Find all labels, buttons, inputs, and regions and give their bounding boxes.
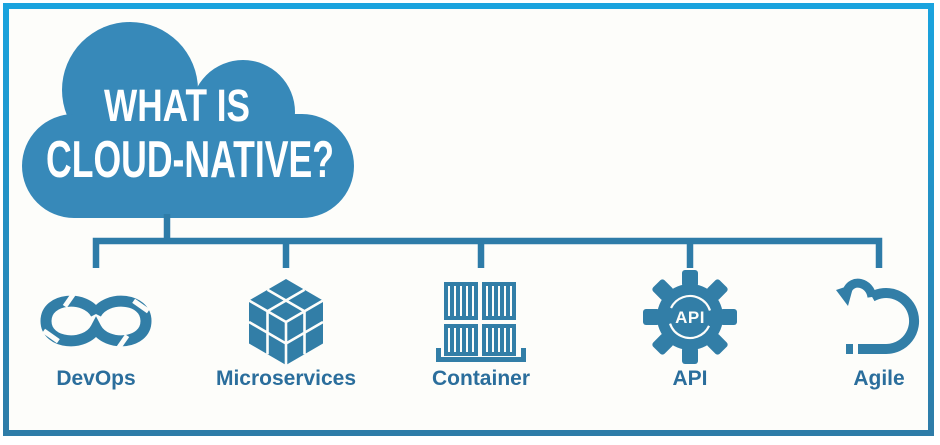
api-gear-label: API: [675, 308, 705, 327]
item-label-api: API: [672, 367, 708, 390]
item-label-devops: DevOps: [56, 367, 136, 390]
cloud-shape: [22, 22, 354, 218]
container-crates-icon: [436, 282, 526, 362]
connector-tree: [92, 214, 883, 268]
microservices-cube-icon: [248, 279, 324, 365]
agile-loop-icon: [836, 278, 920, 355]
devops-infinity-icon: [40, 290, 152, 352]
title-line-1: WHAT IS: [104, 80, 250, 131]
item-label-container: Container: [431, 367, 531, 390]
item-label-agile: Agile: [853, 367, 905, 390]
title-line-2: CLOUD-NATIVE?: [46, 131, 334, 189]
item-label-microservices: Microservices: [215, 367, 357, 390]
api-gear-icon: API: [643, 270, 737, 364]
